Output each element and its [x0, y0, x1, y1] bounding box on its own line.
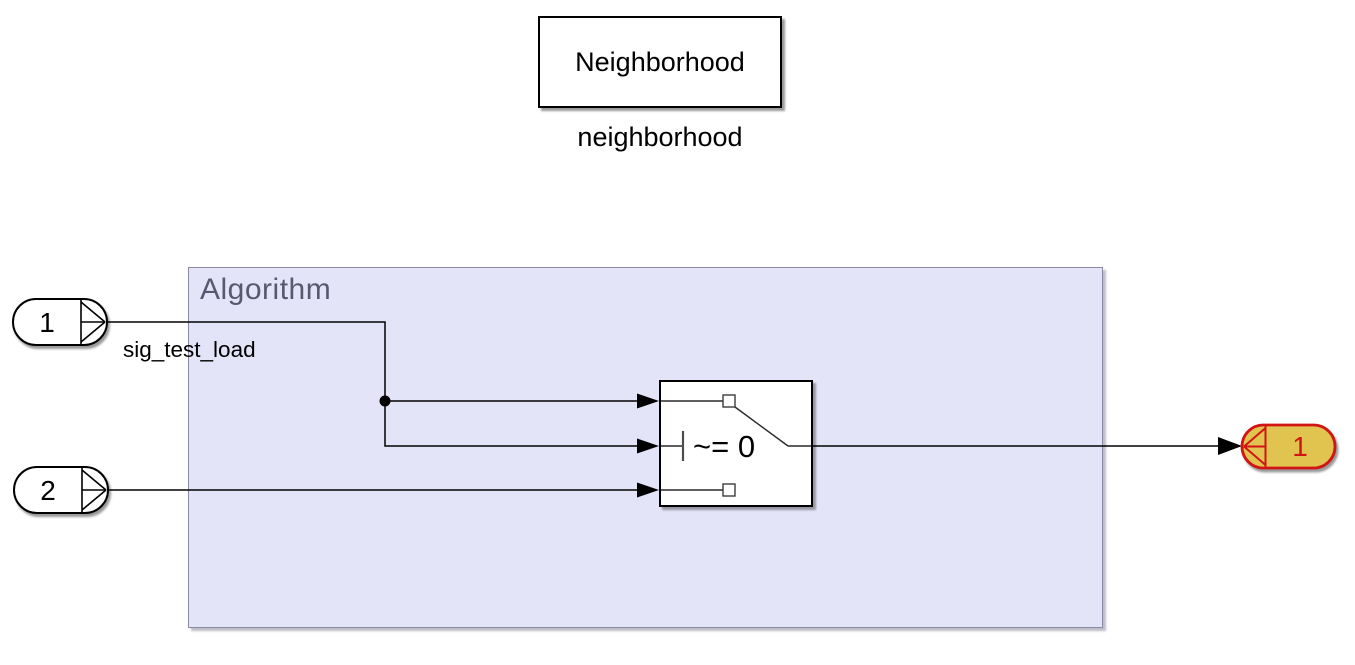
neighborhood-block[interactable]: Neighborhood [538, 16, 782, 108]
switch-top-contact-square-icon [722, 394, 736, 408]
neighborhood-block-caption[interactable]: neighborhood [577, 122, 743, 152]
algorithm-area[interactable]: Algorithm [188, 267, 1103, 628]
neighborhood-block-label: Neighborhood [575, 46, 745, 77]
outport-1-block-highlighted[interactable]: 1 [1238, 421, 1338, 471]
outport-1-number: 1 [1292, 431, 1308, 462]
switch-block-glyph: ~= 0 [661, 394, 811, 497]
signal-label-sig-test-load[interactable]: sig_test_load [123, 337, 256, 362]
inport-1-output-chevron-icon [80, 301, 106, 343]
algorithm-area-title: Algorithm [200, 273, 332, 306]
switch-block[interactable]: ~= 0 [659, 380, 813, 507]
switch-selector-arm [734, 406, 789, 447]
switch-bottom-contact-square-icon [722, 483, 736, 497]
inport-2-number: 2 [40, 475, 56, 506]
outport-1-input-chevron-icon [1243, 427, 1267, 466]
inport-2-block[interactable]: 2 [11, 464, 111, 516]
switch-criteria-label: ~= 0 [693, 429, 755, 464]
inport-2-output-chevron-icon [81, 469, 107, 511]
inport-1-number: 1 [39, 307, 55, 338]
inport-1-block[interactable]: 1 [10, 296, 110, 348]
